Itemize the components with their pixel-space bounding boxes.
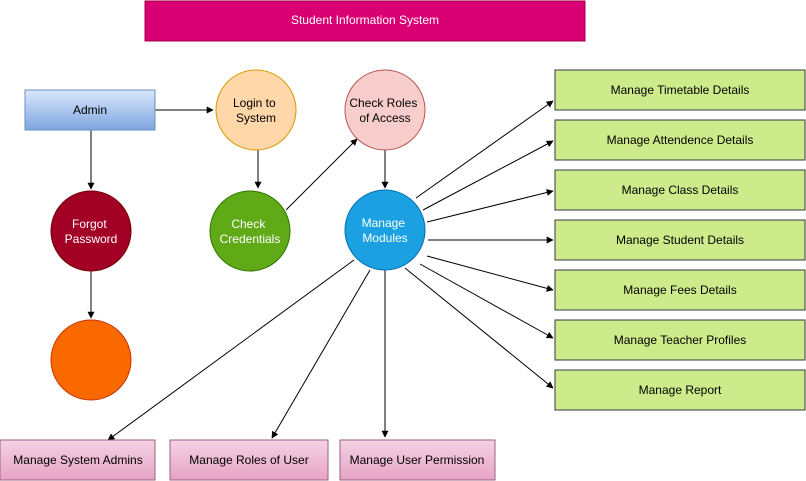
- module-box-teacher: Manage Teacher Profiles: [554, 319, 806, 361]
- credentials-label-line2: Credentials: [220, 232, 281, 246]
- credentials-label-line1: Check: [231, 217, 266, 231]
- edge-modules-report: [404, 267, 554, 389]
- module-label: Manage Fees Details: [623, 283, 736, 297]
- module-box-report: Manage Report: [554, 369, 806, 411]
- edge-modules-class: [426, 189, 554, 223]
- forgot-label-line1: Forgot: [72, 217, 107, 231]
- module-label: Manage Teacher Profiles: [614, 333, 747, 347]
- manage-modules-node: Manage Modules: [344, 189, 426, 271]
- bottom-modules: Manage System Admins Manage Roles of Use…: [0, 439, 496, 481]
- module-box-timetable: Manage Timetable Details: [554, 69, 806, 111]
- module-label: Manage Timetable Details: [611, 83, 750, 97]
- check-roles-label-line1: Check Roles: [349, 96, 417, 110]
- module-label: Manage Student Details: [616, 233, 744, 247]
- login-label-line2: System: [236, 111, 276, 125]
- login-node: Login to System: [215, 69, 297, 151]
- title-text: Student Information System: [291, 13, 439, 27]
- end-circle: [50, 319, 132, 401]
- edge-modules-attendence: [422, 140, 554, 211]
- svg-text:Check Roles of Access: Check Roles of Access: [349, 96, 420, 125]
- module-box-roles-user: Manage Roles of User: [169, 439, 329, 481]
- module-label: Manage Report: [639, 383, 722, 397]
- title-banner: Student Information System: [144, 0, 586, 42]
- edge-modules-roles-user: [271, 269, 371, 439]
- module-box-system-admins: Manage System Admins: [0, 439, 156, 481]
- edge-modules-fees: [426, 255, 554, 292]
- check-credentials-node: Check Credentials: [209, 190, 291, 272]
- svg-text:Manage Modules: Manage Modules: [362, 216, 409, 245]
- modules-label-line2: Modules: [362, 231, 407, 245]
- module-box-class: Manage Class Details: [554, 169, 806, 211]
- module-label: Manage Attendence Details: [607, 133, 754, 147]
- edge-modules-sysadmins: [107, 259, 355, 441]
- admin-node: Admin: [24, 89, 156, 131]
- check-roles-node: Check Roles of Access: [344, 69, 426, 151]
- module-label: Manage System Admins: [13, 453, 142, 467]
- svg-text:Login to System: Login to System: [233, 96, 279, 125]
- svg-text:Forgot Password: Forgot Password: [65, 217, 118, 246]
- module-box-student: Manage Student Details: [554, 219, 806, 261]
- svg-text:Check Credentials: Check Credentials: [220, 217, 281, 246]
- module-label: Manage Class Details: [622, 183, 739, 197]
- login-label-line1: Login to: [233, 96, 276, 110]
- connectors: [87, 100, 554, 441]
- edge-credentials-roles: [285, 138, 358, 211]
- module-box-fees: Manage Fees Details: [554, 269, 806, 311]
- modules-label-line1: Manage: [362, 216, 406, 230]
- module-box-user-permission: Manage User Permission: [339, 439, 496, 481]
- right-modules: Manage Timetable Details Manage Attenden…: [554, 69, 806, 411]
- check-roles-label-line2: of Access: [359, 111, 410, 125]
- admin-label: Admin: [73, 103, 107, 117]
- edge-modules-timetable: [415, 100, 554, 199]
- forgot-password-node: Forgot Password: [50, 190, 132, 272]
- forgot-label-line2: Password: [65, 232, 118, 246]
- module-label: Manage Roles of User: [189, 453, 308, 467]
- edge-modules-teacher: [419, 263, 554, 339]
- module-label: Manage User Permission: [350, 453, 485, 467]
- module-box-attendence: Manage Attendence Details: [554, 119, 806, 161]
